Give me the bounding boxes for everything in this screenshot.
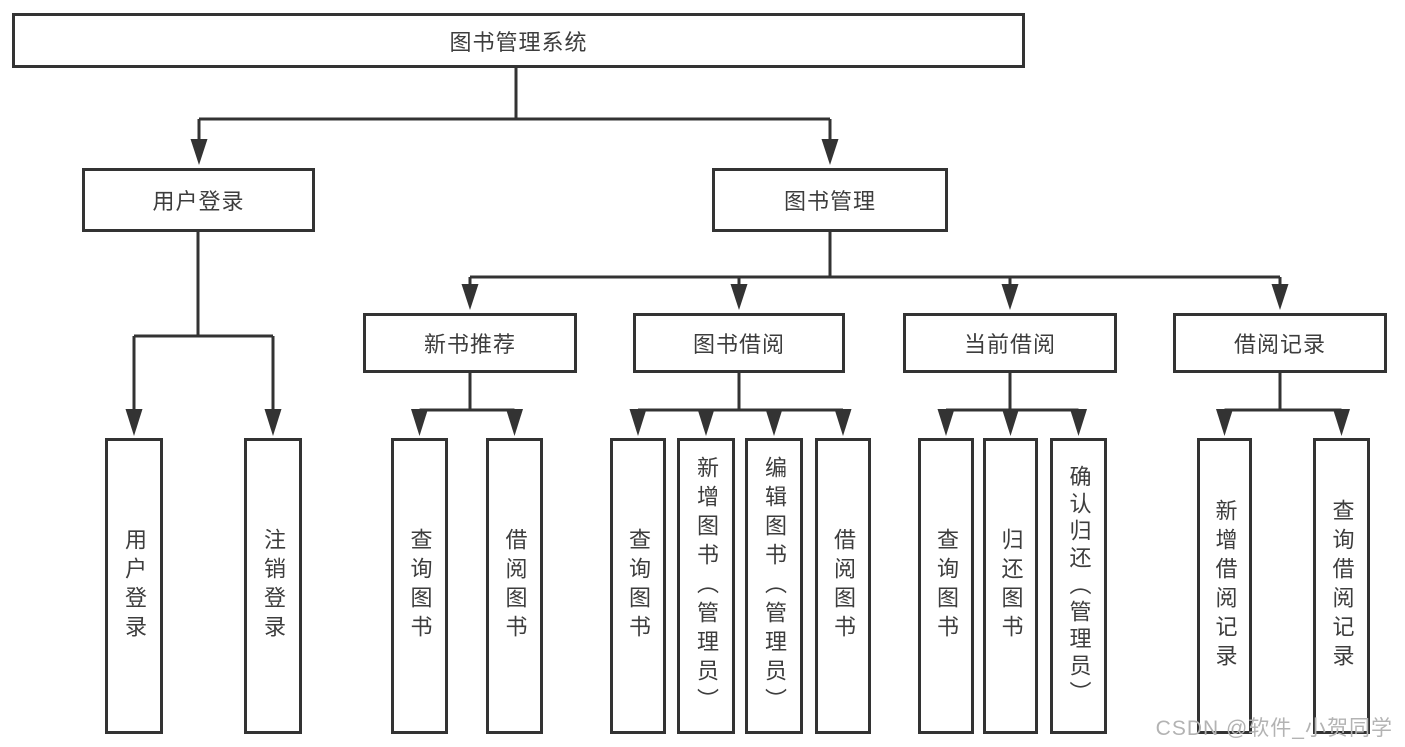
leaf-return-books: 归还图书 (983, 438, 1038, 734)
arrowhead (1001, 284, 1019, 310)
node-new-book-recommend: 新书推荐 (363, 313, 577, 373)
leaf-borrow-books: 借阅图书 (815, 438, 871, 734)
node-label: 图书管理 (783, 189, 876, 214)
node-label: 借阅图书 (502, 528, 528, 644)
arrowhead (765, 409, 783, 436)
node-label: 查询借阅记录 (1329, 499, 1355, 673)
node-label: 编辑图书（管理员） (762, 455, 787, 717)
connector-root-to-level2 (197, 68, 832, 141)
connector-borrow-to-leaves (638, 373, 843, 412)
arrowhead (461, 284, 479, 310)
node-label: 归还图书 (998, 528, 1024, 644)
leaf-user-login: 用户登录 (105, 438, 163, 734)
leaf-edit-books-admin: 编辑图书（管理员） (745, 438, 803, 734)
arrowhead (411, 409, 428, 436)
node-label: 新增借阅记录 (1212, 499, 1238, 673)
leaf-logout: 注销登录 (244, 438, 302, 734)
leaf-query-borrow-record: 查询借阅记录 (1313, 438, 1370, 734)
node-current-borrowing: 当前借阅 (903, 313, 1117, 373)
arrowhead (1002, 409, 1019, 436)
arrowhead (1216, 409, 1233, 436)
connector-userlogin-to-leaves (132, 232, 275, 411)
node-label: 用户登录 (122, 528, 147, 644)
arrowhead (264, 409, 282, 436)
arrowhead (1333, 409, 1350, 436)
node-label: 借阅记录 (1233, 332, 1326, 357)
node-borrow-records: 借阅记录 (1173, 313, 1387, 373)
root-node-library-system: 图书管理系统 (12, 13, 1025, 68)
node-label: 查询图书 (934, 528, 959, 644)
node-label: 借阅图书 (831, 528, 856, 644)
leaf-query-books-recommend: 查询图书 (391, 438, 448, 734)
connector-records-to-leaves (1224, 373, 1342, 412)
csdn-watermark: CSDN @软件_小贺同学 (1155, 717, 1393, 740)
arrowhead (821, 139, 839, 165)
node-label: 图书管理系统 (449, 29, 588, 55)
node-user-login: 用户登录 (82, 168, 315, 232)
connector-recommend-to-leaves (419, 373, 515, 412)
node-label: 查询图书 (626, 528, 651, 644)
node-label: 注销登录 (261, 528, 286, 644)
arrowhead (937, 409, 955, 436)
arrowhead (190, 139, 208, 165)
connector-bookmgmt-to-level3 (468, 232, 1282, 286)
leaf-add-books-admin: 新增图书（管理员） (677, 438, 735, 734)
node-label: 新增图书（管理员） (694, 455, 719, 717)
node-label: 查询图书 (407, 528, 433, 644)
node-label: 当前借阅 (963, 332, 1056, 357)
arrowhead (1070, 409, 1087, 436)
arrowhead (730, 284, 748, 310)
leaf-query-books-current: 查询图书 (918, 438, 974, 734)
node-book-borrowing: 图书借阅 (633, 313, 845, 373)
node-label: 图书借阅 (692, 332, 785, 357)
node-label: 确认归还（管理员） (1066, 464, 1092, 708)
node-label: 用户登录 (152, 189, 245, 214)
arrowhead (629, 409, 647, 436)
arrowhead (1271, 284, 1289, 310)
leaf-query-books-borrow: 查询图书 (610, 438, 666, 734)
node-book-management: 图书管理 (712, 168, 948, 232)
leaf-confirm-return-admin: 确认归还（管理员） (1050, 438, 1107, 734)
arrowhead (697, 409, 715, 436)
connector-current-to-leaves (946, 373, 1079, 412)
arrowhead (834, 409, 852, 436)
leaf-add-borrow-record: 新增借阅记录 (1197, 438, 1252, 734)
node-label: 新书推荐 (423, 332, 516, 357)
arrowhead (506, 409, 523, 436)
leaf-borrow-books-recommend: 借阅图书 (486, 438, 543, 734)
arrowhead (125, 409, 143, 436)
